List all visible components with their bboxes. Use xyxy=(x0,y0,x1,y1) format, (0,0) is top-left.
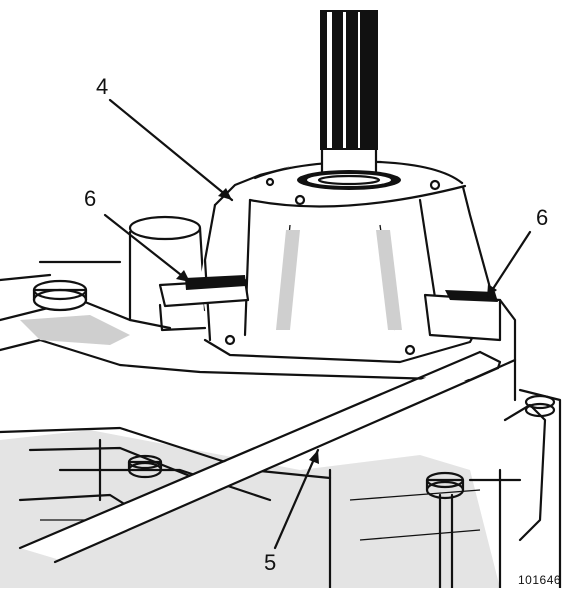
retaining-tab-left xyxy=(158,275,250,332)
mounting-plate xyxy=(0,260,517,402)
gearbox-casing xyxy=(0,388,562,590)
retaining-tab-right xyxy=(423,290,502,342)
input-shaft xyxy=(297,10,401,190)
lever-tool xyxy=(18,350,502,564)
label-tab-left: 6 xyxy=(84,186,97,211)
bolt-lower-left xyxy=(127,454,163,479)
leader-lines xyxy=(103,98,532,550)
label-lever: 5 xyxy=(264,550,277,575)
bolt-right xyxy=(524,394,556,418)
left-boss xyxy=(128,215,207,330)
label-tab-right: 6 xyxy=(536,205,549,230)
clutch-housing xyxy=(200,160,494,364)
bolt-left xyxy=(32,279,88,312)
bolt-lower-right xyxy=(425,471,465,590)
label-housing: 4 xyxy=(96,74,109,99)
figure-reference-code: 101646 xyxy=(518,573,562,587)
